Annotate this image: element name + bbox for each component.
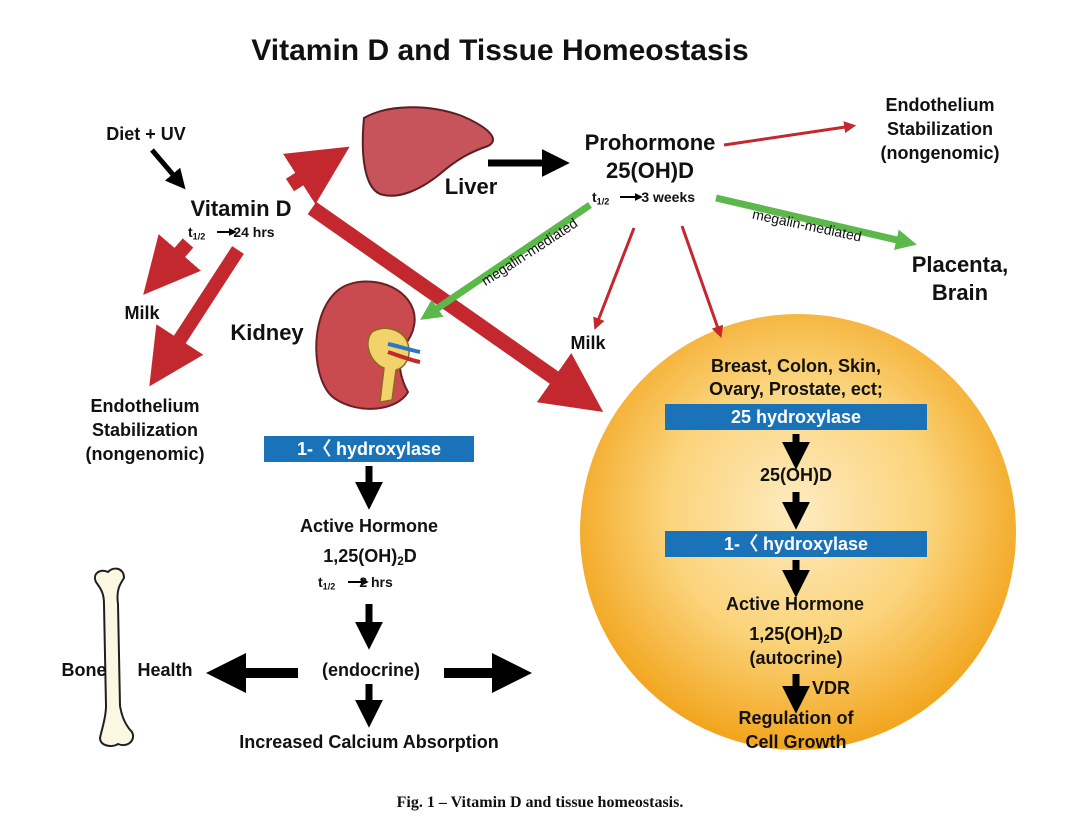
active-hormone-left-halflife: t1/2 2 hrs bbox=[318, 574, 393, 592]
figure-caption: Fig. 1 – Vitamin D and tissue homeostasi… bbox=[396, 794, 684, 811]
active-hormone-right-formula: 1,25(OH)2D bbox=[726, 624, 866, 646]
prohormone-25ohd-label: 25(OH)D bbox=[605, 158, 694, 183]
hydroxylase-25-label: 25 hydroxylase bbox=[665, 404, 927, 430]
arrow-vitd-to-liver bbox=[282, 146, 350, 205]
pro-halflife-sub: 1/2 bbox=[596, 196, 610, 207]
pro-halflife-value: 3 weeks bbox=[641, 189, 696, 205]
arrow-pro-to-milk bbox=[593, 227, 636, 330]
bone-label: Bone bbox=[61, 660, 107, 680]
tissues-line1: Breast, Colon, Skin, bbox=[710, 356, 882, 376]
ahl-formula-b: D bbox=[403, 546, 417, 566]
hydroxylase-kidney-label: 1-〈 hydroxylase bbox=[264, 436, 474, 462]
endothelium-top-line3: (nongenomic) bbox=[880, 143, 1000, 163]
liver-illustration bbox=[361, 106, 494, 197]
active-hormone-right-label: Active Hormone bbox=[725, 594, 865, 614]
megalin-label-left: megalin-mediated bbox=[478, 215, 580, 289]
vdr-label: VDR bbox=[811, 678, 850, 698]
placenta-label: Placenta, bbox=[911, 252, 1009, 277]
prohormone-halflife: t1/2 3 weeks bbox=[592, 189, 695, 207]
kidney-illustration bbox=[315, 280, 421, 410]
regulation-line2: Cell Growth bbox=[745, 732, 847, 752]
health-label: Health bbox=[137, 660, 193, 680]
brain-label: Brain bbox=[931, 280, 989, 305]
autocrine-label: (autocrine) bbox=[749, 648, 843, 668]
active-hormone-left-label: Active Hormone bbox=[299, 516, 439, 536]
endothelium-left-line3: (nongenomic) bbox=[85, 444, 205, 464]
vitd-halflife-t: t bbox=[188, 224, 193, 240]
arrow-megalin-kidney bbox=[420, 202, 592, 320]
vitd-halflife-value: 24 hrs bbox=[233, 224, 275, 240]
ahl-halflife-sub: 1/2 bbox=[322, 581, 336, 592]
vitd-halflife-sub: 1/2 bbox=[192, 231, 206, 242]
arrow-vitd-to-milk bbox=[143, 234, 201, 295]
arrow-diet-to-vitd bbox=[150, 148, 186, 190]
arrow-vitd-to-endothelium bbox=[149, 246, 244, 387]
liver-label: Liver bbox=[444, 174, 498, 199]
ahl-formula-sub: 2 bbox=[397, 554, 404, 568]
diagram-title: Vitamin D and Tissue Homeostasis bbox=[251, 34, 749, 67]
pro-halflife-t: t bbox=[592, 189, 597, 205]
ahl-formula-a: 1,25(OH) bbox=[323, 546, 398, 566]
milk-center-label: Milk bbox=[570, 333, 606, 353]
arrow-pro-to-tissues bbox=[680, 225, 724, 338]
vitamin-d-halflife: t1/2 24 hrs bbox=[188, 224, 275, 242]
endothelium-left-line1: Endothelium bbox=[90, 396, 200, 416]
arrow-megalin-placenta bbox=[715, 194, 917, 251]
endothelium-left-line2: Stabilization bbox=[91, 420, 198, 440]
bone-illustration bbox=[94, 567, 134, 747]
hydroxylase-1a-label: 1-〈 hydroxylase bbox=[665, 531, 927, 557]
vitamin-d-label: Vitamin D bbox=[190, 196, 292, 221]
active-hormone-left-formula: 1,25(OH)2D bbox=[300, 546, 440, 568]
regulation-line1: Regulation of bbox=[738, 708, 854, 728]
kidney-label: Kidney bbox=[230, 320, 304, 345]
endothelium-top-line1: Endothelium bbox=[885, 95, 995, 115]
endothelium-top-line2: Stabilization bbox=[886, 119, 993, 139]
ahr-formula-b: D bbox=[829, 624, 843, 644]
diet-uv-label: Diet + UV bbox=[106, 124, 186, 144]
milk-left-label: Milk bbox=[124, 303, 160, 323]
ahl-halflife-value: 2 hrs bbox=[359, 574, 393, 590]
endocrine-label: (endocrine) bbox=[321, 660, 420, 680]
tissues-line2: Ovary, Prostate, ect; bbox=[709, 379, 883, 399]
ahr-formula-a: 1,25(OH) bbox=[749, 624, 824, 644]
calcium-absorption-label: Increased Calcium Absorption bbox=[239, 732, 499, 752]
sphere-25ohd-label: 25(OH)D bbox=[759, 465, 832, 485]
megalin-label-right: megalin-mediated bbox=[751, 206, 863, 245]
ahl-halflife-t: t bbox=[318, 574, 323, 590]
arrow-pro-to-endothelium bbox=[723, 121, 857, 147]
ahr-formula-sub: 2 bbox=[823, 632, 830, 646]
prohormone-label: Prohormone bbox=[584, 130, 716, 155]
